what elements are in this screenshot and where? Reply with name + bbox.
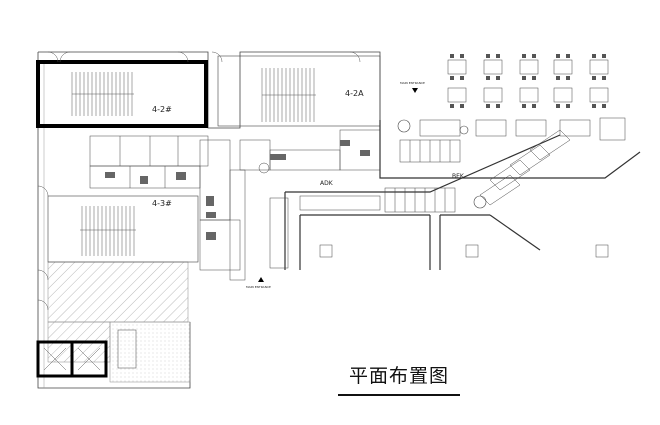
entrance-label-main: MAIN ENTRANCE xyxy=(400,81,425,85)
aisle-label-b: BEK xyxy=(452,173,465,180)
elevator-boxes xyxy=(36,340,108,378)
title-underline xyxy=(338,394,460,396)
dotted-floor-area xyxy=(109,321,191,383)
entrance-marker-main: MAIN ENTRANCE xyxy=(400,81,425,93)
hatched-void-area xyxy=(47,261,189,323)
round-tables xyxy=(397,119,487,209)
booth-seating xyxy=(269,139,461,269)
door-swings xyxy=(37,51,361,311)
entrance-marker-side: MAIN ENTRANCE xyxy=(246,277,271,289)
dining-chairs-upper xyxy=(450,54,606,108)
aisle-label-a: ADK xyxy=(320,180,334,187)
entrance-label-side: MAIN ENTRANCE xyxy=(246,285,271,289)
dining-tables-upper xyxy=(419,59,626,141)
stair-4-2: 4-2# xyxy=(36,60,208,128)
structural-piers xyxy=(117,244,609,369)
stair-4-2a xyxy=(217,55,381,127)
corridor-walls xyxy=(284,120,641,270)
stair-4-2-label: 4-2# xyxy=(152,105,172,114)
equipment-blocks xyxy=(105,140,370,240)
diagonal-booths xyxy=(479,129,571,206)
drawing-title: 平面布置图 xyxy=(348,365,449,387)
elevator-cross xyxy=(43,347,101,371)
service-rooms xyxy=(89,129,381,281)
stair-4-3-label: 4-3# xyxy=(152,199,172,208)
stair-4-3 xyxy=(47,195,199,263)
stair-4-2a-label: 4-2A xyxy=(345,89,364,98)
